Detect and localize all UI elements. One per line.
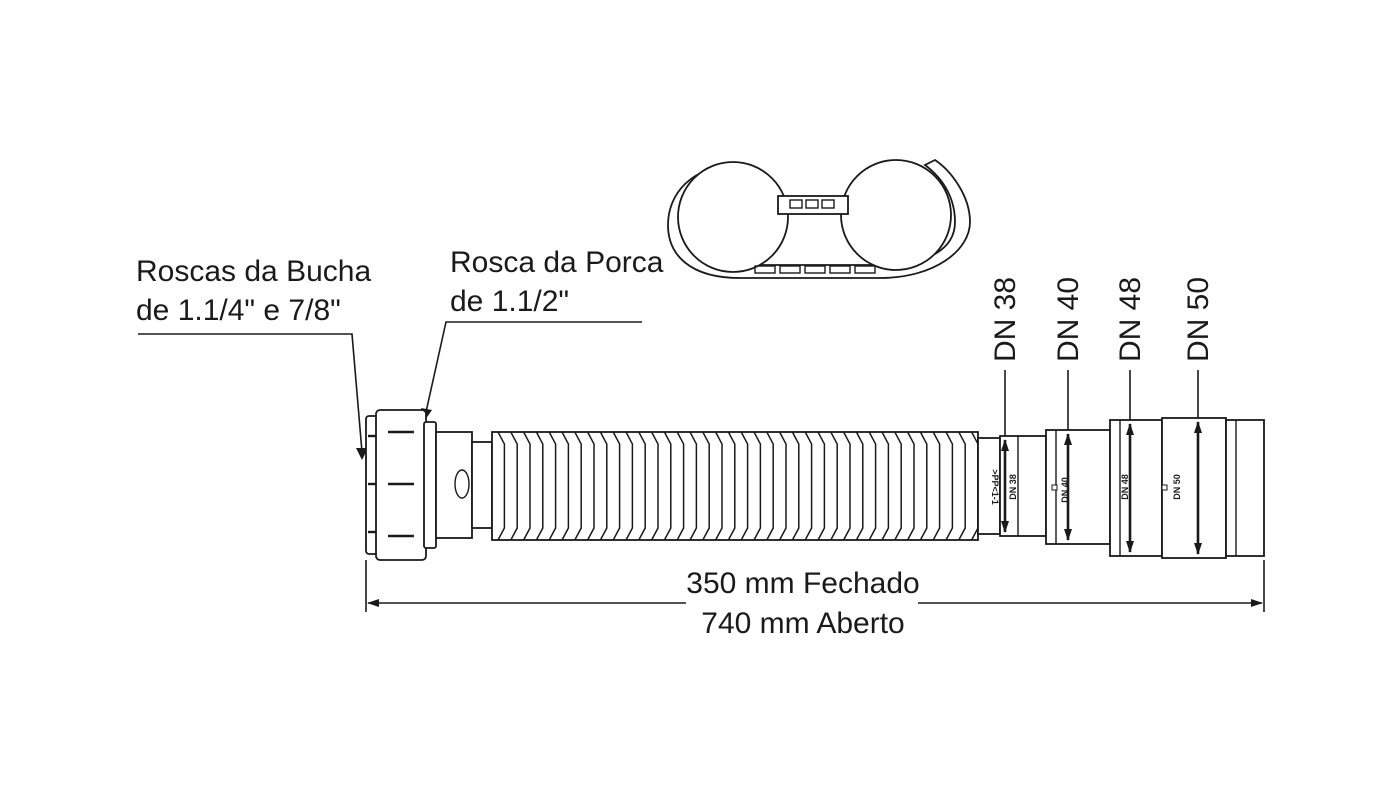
hose-rib xyxy=(842,431,851,541)
hose-rib xyxy=(599,431,608,541)
hose-rib xyxy=(881,431,890,541)
porca-leader-line xyxy=(425,321,642,413)
dn40-label: DN 40 xyxy=(1052,277,1085,362)
hose-rib xyxy=(612,431,621,541)
hose-rib xyxy=(740,431,749,541)
brand-logo-mark xyxy=(454,469,470,499)
hose-rib xyxy=(817,431,826,541)
clip-rib-pattern xyxy=(754,199,876,274)
hose-rib xyxy=(894,431,902,541)
bucha-leader-line xyxy=(138,333,363,453)
hose-rib xyxy=(510,431,518,541)
length-dimension: 350 mm Fechado 740 mm Aberto xyxy=(365,560,1265,640)
hose-rib xyxy=(714,431,723,541)
hose-rib xyxy=(855,431,864,541)
hose-rib xyxy=(791,431,800,541)
collar xyxy=(435,431,473,539)
dn40-callout: DN 40 xyxy=(1052,277,1085,541)
hose-rib xyxy=(650,431,659,541)
hose-rib xyxy=(548,431,557,541)
diameter-callouts: DN 38 DN 40 DN 48 DN 50 xyxy=(989,277,1215,555)
porca-label: Rosca da Porca de 1.1/2" xyxy=(421,246,664,420)
hose-rib xyxy=(689,431,698,541)
hose-rib xyxy=(932,431,941,541)
bucha-label-line1: Roscas da Bucha xyxy=(136,255,371,288)
dn50-label: DN 50 xyxy=(1182,277,1215,362)
hose-rib xyxy=(919,431,928,541)
dn48-callout: DN 48 xyxy=(1114,277,1147,553)
dimension-closed: 350 mm Fechado xyxy=(686,567,919,600)
hose-rib xyxy=(945,431,954,541)
hose-rib xyxy=(574,431,582,541)
clip-left-ring xyxy=(677,161,789,273)
hose-rib xyxy=(906,431,915,541)
body-mark-dn50: DN 50 xyxy=(1172,474,1182,500)
hose-rib xyxy=(676,431,685,541)
hose-rib xyxy=(586,431,595,541)
dn48-label: DN 48 xyxy=(1114,277,1147,362)
hose-rib xyxy=(778,431,787,541)
clip-right-ring xyxy=(840,159,952,271)
corrugated-hose xyxy=(491,431,979,541)
support-clip xyxy=(667,158,971,279)
hose-rib xyxy=(868,431,877,541)
hose-rib xyxy=(766,431,774,541)
hose-rib xyxy=(830,431,838,541)
dn50-callout: DN 50 xyxy=(1182,277,1215,555)
hose-rib xyxy=(804,431,813,541)
porca-label-line1: Rosca da Porca xyxy=(450,246,664,279)
bucha-label-line2: de 1.1/4" e 7/8" xyxy=(136,294,341,327)
hose-rib xyxy=(638,431,646,541)
hose-rib xyxy=(702,431,710,541)
bucha-label: Roscas da Bucha de 1.1/4" e 7/8" xyxy=(136,255,371,460)
hose-rib xyxy=(958,431,966,541)
nut xyxy=(365,409,437,561)
body-mark-dn38: DN 38 xyxy=(1008,474,1018,500)
hose-rib xyxy=(625,431,634,541)
dimension-open: 740 mm Aberto xyxy=(701,607,904,640)
bucha-leader-arrow xyxy=(356,448,368,460)
hose-rib xyxy=(497,431,506,541)
dn38-label: DN 38 xyxy=(989,277,1022,362)
hose-rib xyxy=(663,431,672,541)
hose-rib xyxy=(561,431,570,541)
porca-label-line2: de 1.1/2" xyxy=(450,285,569,318)
collar-step xyxy=(471,441,493,529)
clip-bridge xyxy=(777,195,849,215)
dn38-callout: DN 38 xyxy=(989,277,1022,533)
hose-rib xyxy=(727,431,736,541)
hose-rib xyxy=(753,431,762,541)
hose-rib xyxy=(535,431,544,541)
body-mark-dn48: DN 48 xyxy=(1120,474,1130,500)
body-mark-code: >PP<1-1 xyxy=(990,469,1000,505)
hose-rib xyxy=(522,431,531,541)
